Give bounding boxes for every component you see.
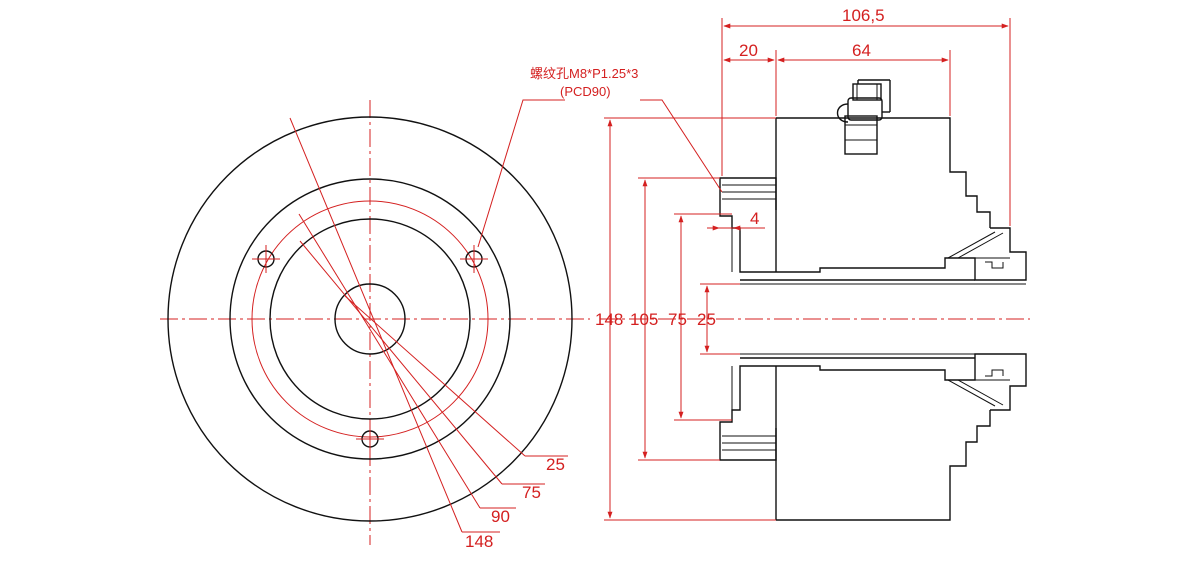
side-dim-105-label: 105 [630,310,658,329]
side-view: 148 105 75 25 106,5 20 64 [595,6,1030,521]
side-dimension-105: 105 [630,179,658,459]
thread-annotation-line2: (PCD90) [560,84,611,99]
front-dim-148-label: 148 [465,532,493,551]
side-dimension-25: 25 [697,285,716,353]
front-dim-75-label: 75 [522,483,541,502]
side-dimension-148: 148 [595,119,623,519]
side-dimension-106-5: 106,5 [723,6,1009,29]
outer-circle-148 [167,116,573,522]
side-dim-75-label: 75 [668,310,687,329]
flange-step-lower [719,365,776,428]
front-dim-90-label: 90 [491,507,510,526]
main-body-upper [776,117,991,228]
jaw-upper [776,227,1027,281]
thread-annotation-leader-side [640,99,723,193]
side-dimension-20: 20 [723,41,775,63]
side-dimension-64: 64 [777,41,949,63]
front-dimension-75: 75 [299,240,545,502]
bolt-hole-left [252,245,280,273]
side-dim-64-label: 64 [852,41,871,60]
thread-annotation-line1: 螺纹孔M8*P1.25*3 [530,66,638,81]
front-dimension-90: 90 [298,213,516,526]
flange-plate-lower [719,428,777,461]
thread-annotation-leader-front [477,99,565,248]
side-dimension-75: 75 [668,215,687,419]
side-dim-4-label: 4 [750,209,759,228]
front-dimension-25: 25 [344,295,568,474]
side-dim-148-label: 148 [595,310,623,329]
flange-plate-upper [719,177,777,210]
front-dim-25-label: 25 [546,455,565,474]
side-dimension-4: 4 [707,209,765,231]
jaw-lower [776,353,1027,411]
thread-annotation: 螺纹孔M8*P1.25*3 (PCD90) [530,66,638,99]
bolt-hole-right [460,245,488,273]
front-dimension-148: 148 [289,117,500,551]
air-fitting [836,79,891,155]
side-dim-106-5-label: 106,5 [842,6,885,25]
bore-circle-25 [334,283,406,355]
circle-75 [269,218,471,420]
flange-step-upper [719,210,776,273]
side-dim-20-label: 20 [739,41,758,60]
flange-circle [229,178,511,460]
bolt-hole-bottom [356,425,384,453]
side-dim-25-label: 25 [697,310,716,329]
front-view: 148 90 75 25 [160,99,590,551]
main-body-lower [776,410,991,521]
